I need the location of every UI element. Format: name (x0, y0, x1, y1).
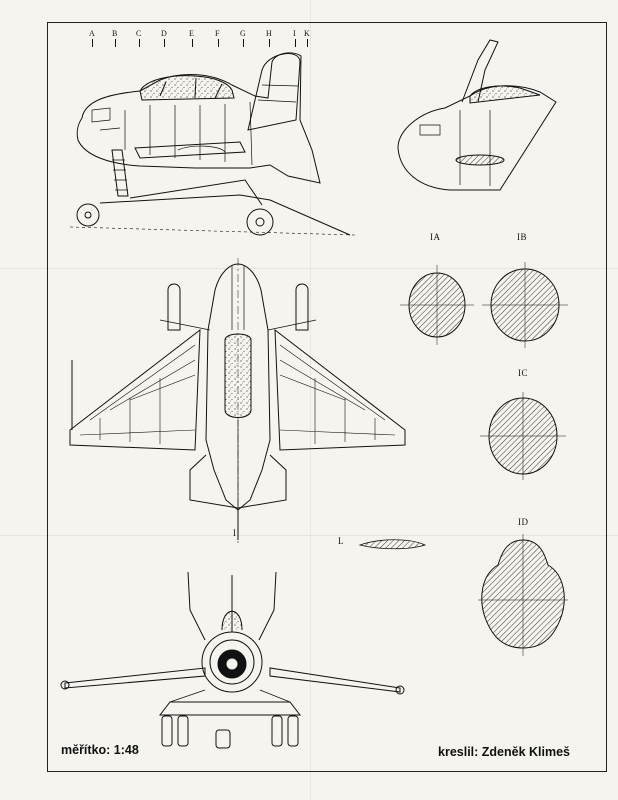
station-label: C (136, 29, 142, 38)
station-label: I (293, 29, 296, 38)
section-label-ID: ID (518, 517, 529, 527)
hook-struts (159, 319, 317, 331)
stand-frame (99, 194, 351, 236)
hook-right (295, 283, 309, 331)
station-tick (164, 39, 165, 47)
nose-detail-view (397, 39, 557, 191)
section-label-IB: IB (517, 232, 527, 242)
nose-canopy (469, 85, 541, 104)
section-label-IC: IC (518, 368, 528, 378)
stand-wheel-front (76, 203, 100, 227)
paper-fold (310, 0, 311, 800)
stand-leg (111, 149, 129, 197)
station-label: D (161, 29, 167, 38)
right-wing-panels (279, 344, 396, 444)
scale-text: měřítko: 1:48 (61, 743, 139, 757)
cross-sections (400, 262, 568, 656)
section-marker: I (233, 528, 236, 538)
fin-lines (257, 84, 299, 103)
station-tick (139, 39, 140, 47)
section-label-IA: IA (430, 232, 441, 242)
tail-fin (247, 53, 301, 131)
station-label: H (266, 29, 272, 38)
top-view-aircraft (69, 258, 406, 545)
author-text: kreslil: Zdeněk Klimeš (438, 745, 571, 759)
stand-wheel (215, 729, 231, 749)
front-view-aircraft (60, 571, 405, 749)
intake-cone (225, 657, 239, 671)
side-view-aircraft (69, 52, 356, 236)
stand-brace (129, 179, 263, 206)
station-label: G (240, 29, 246, 38)
hook-left (167, 283, 181, 331)
stand-hub (255, 217, 265, 227)
station-tick (295, 39, 296, 47)
paper-fold (0, 268, 618, 269)
ground-line (69, 226, 356, 236)
left-wing-panels (79, 344, 196, 444)
stand-wheel (287, 715, 299, 747)
wingtip-right (395, 685, 405, 695)
panel-lines (91, 101, 253, 166)
stand-rungs (112, 159, 128, 191)
station-label: F (215, 29, 220, 38)
drawing-frame (47, 22, 607, 772)
front-left-wing (64, 667, 206, 689)
station-label: A (89, 29, 95, 38)
stand-hub (84, 211, 92, 219)
station-tick (243, 39, 244, 47)
wing-side (134, 141, 246, 159)
station-label: E (189, 29, 194, 38)
station-tick (218, 39, 219, 47)
stand-wheel (161, 715, 173, 747)
front-right-wing (269, 667, 401, 693)
left-wing (69, 328, 201, 451)
intake-ring (209, 639, 255, 685)
station-label: B (112, 29, 118, 38)
stand-braces (169, 689, 291, 703)
stand-wheel (177, 715, 189, 747)
stand-base (158, 701, 302, 716)
stand-wheel-rear (246, 208, 274, 236)
stand-wheel (271, 715, 283, 747)
open-canopy-strut (461, 39, 499, 103)
paper-fold (0, 535, 618, 536)
wing-root (177, 145, 226, 153)
canopy-frame (159, 77, 223, 99)
station-tick (92, 39, 93, 47)
nose-panels (419, 110, 491, 186)
station-tick (115, 39, 116, 47)
station-tick (307, 39, 308, 47)
wingtip-left (60, 680, 70, 690)
hook-arms (187, 571, 277, 641)
intake-hatch (455, 154, 505, 166)
canopy (139, 75, 235, 101)
station-label: K (304, 29, 310, 38)
nose-outline (397, 85, 557, 191)
wing-section-marker: L (338, 536, 344, 546)
wing-section-profile (358, 539, 427, 550)
station-tick (269, 39, 270, 47)
right-wing (274, 328, 406, 451)
tail-surfaces (189, 454, 287, 509)
station-tick (192, 39, 193, 47)
